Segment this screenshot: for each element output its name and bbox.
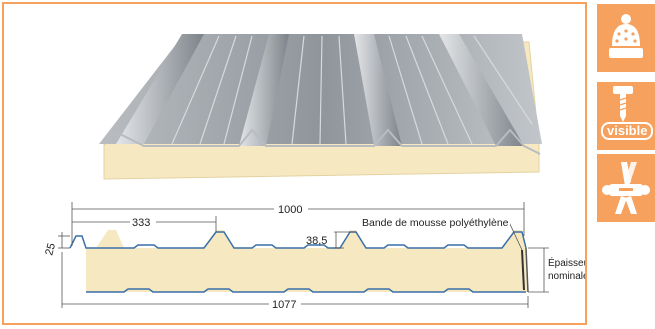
roof-panel-illustration xyxy=(99,34,542,180)
panel-rib xyxy=(354,34,402,146)
wool-hat-icon xyxy=(609,14,643,58)
thickness-label-line2: nominale xyxy=(548,271,585,282)
top-profile-line xyxy=(69,231,527,249)
section-foam xyxy=(86,230,528,292)
product-frame: 1000 333 38,5 Bande de mousse polyéthylè… xyxy=(2,2,587,325)
panel-rib xyxy=(239,34,289,146)
dim-left-height: 25 xyxy=(43,242,58,257)
dim-overall-width: 1077 xyxy=(272,299,296,311)
foam-strip-label: Bande de mousse polyéthylène xyxy=(362,217,509,229)
thickness-label-line1: Épaisseur xyxy=(548,256,585,269)
foam-strip-marker xyxy=(521,249,525,291)
cutting-tool-icon xyxy=(597,154,655,222)
panel-rib xyxy=(439,34,524,146)
panel-front-edge xyxy=(103,128,541,155)
panel-grooves xyxy=(171,35,533,145)
dim-total-width: 1000 xyxy=(278,204,302,216)
screw-icon xyxy=(613,86,633,122)
dim-rib-height: 38,5 xyxy=(306,235,327,247)
panel-section-diagram: 1000 333 38,5 Bande de mousse polyéthylè… xyxy=(43,202,585,311)
dim-rib-spacing: 333 xyxy=(132,217,150,229)
insulation-icon xyxy=(597,4,655,72)
visible-fixing-icon: visible xyxy=(597,82,655,150)
tin-snips-icon xyxy=(602,162,650,214)
bottom-profile-line xyxy=(86,288,526,293)
visible-label: visible xyxy=(601,122,654,140)
right-edge-line xyxy=(525,247,529,293)
panel-rib xyxy=(116,34,204,144)
